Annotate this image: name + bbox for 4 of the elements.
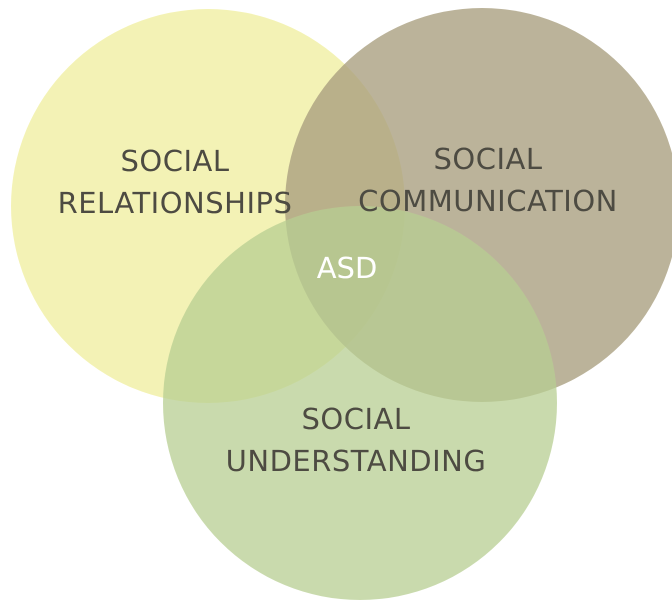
circle-label: SOCIAL COMMUNICATION [357,141,619,220]
circle-label: SOCIAL RELATIONSHIPS [56,143,294,222]
center-label: ASD [316,250,378,286]
circle-label: SOCIAL UNDERSTANDING [224,401,488,480]
